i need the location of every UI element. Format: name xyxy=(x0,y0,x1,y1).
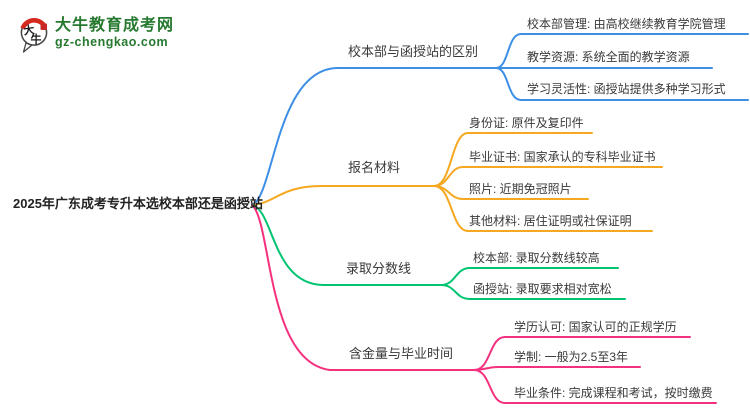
leaf-topic: 身份证: 原件及复印件 xyxy=(469,116,584,130)
branch-line-value xyxy=(251,204,475,371)
leaf-topic: 毕业条件: 完成课程和考试，按时缴费 xyxy=(514,386,713,400)
item-underline xyxy=(495,33,749,69)
logo-char-top: 大 xyxy=(22,22,35,37)
branch-label-scores: 录取分数线 xyxy=(346,261,412,276)
branch-label-difference: 校本部与函授站的区别 xyxy=(348,44,479,59)
branch-label-value: 含金量与毕业时间 xyxy=(349,346,454,361)
leaf-topic: 毕业证书: 国家承认的专科毕业证书 xyxy=(469,150,656,164)
branch-label-materials: 报名材料 xyxy=(348,160,401,175)
item-underline xyxy=(473,369,717,404)
leaf-topic: 校本部: 录取分数线较高 xyxy=(473,251,600,265)
logo-title: 大牛教育成考网 xyxy=(55,17,175,34)
item-underline xyxy=(440,267,619,286)
logo-text: 大牛教育成考网 gz-chengkao.com xyxy=(55,17,174,50)
site-logo: 大 牛 大牛教育成考网 gz-chengkao.com xyxy=(19,17,174,55)
item-underline xyxy=(473,366,641,371)
branch-line-scores xyxy=(251,204,442,286)
leaf-topic: 函授站: 录取要求相对宽松 xyxy=(473,282,612,296)
root-topic: 2025年广东成考专升本选校本部还是函授站 xyxy=(13,196,263,211)
logo-subtitle: gz-chengkao.com xyxy=(55,34,169,49)
leaf-topic: 学习灵活性: 函授站提供多种学习形式 xyxy=(527,82,726,96)
item-underline xyxy=(495,67,749,101)
branch-line-materials xyxy=(251,185,435,206)
item-underline xyxy=(433,166,663,187)
leaf-topic: 照片: 近期免冠照片 xyxy=(469,182,572,196)
daniu-bull-bubble-icon: 大 牛 xyxy=(20,18,48,53)
leaf-topic: 学制: 一般为2.5至3年 xyxy=(514,350,629,364)
leaf-topic: 学历认可: 国家认可的正规学历 xyxy=(514,320,677,334)
branch-line-difference xyxy=(251,67,497,206)
leaf-topic: 校本部管理: 由高校继续教育学院管理 xyxy=(527,17,726,31)
leaf-topic: 其他材料: 居住证明或社保证明 xyxy=(469,214,632,228)
item-underline xyxy=(433,132,593,187)
item-underline xyxy=(433,185,653,232)
leaf-topic: 教学资源: 系统全面的教学资源 xyxy=(527,50,690,64)
logo-char-bottom: 牛 xyxy=(31,32,42,46)
item-underline xyxy=(440,284,626,300)
